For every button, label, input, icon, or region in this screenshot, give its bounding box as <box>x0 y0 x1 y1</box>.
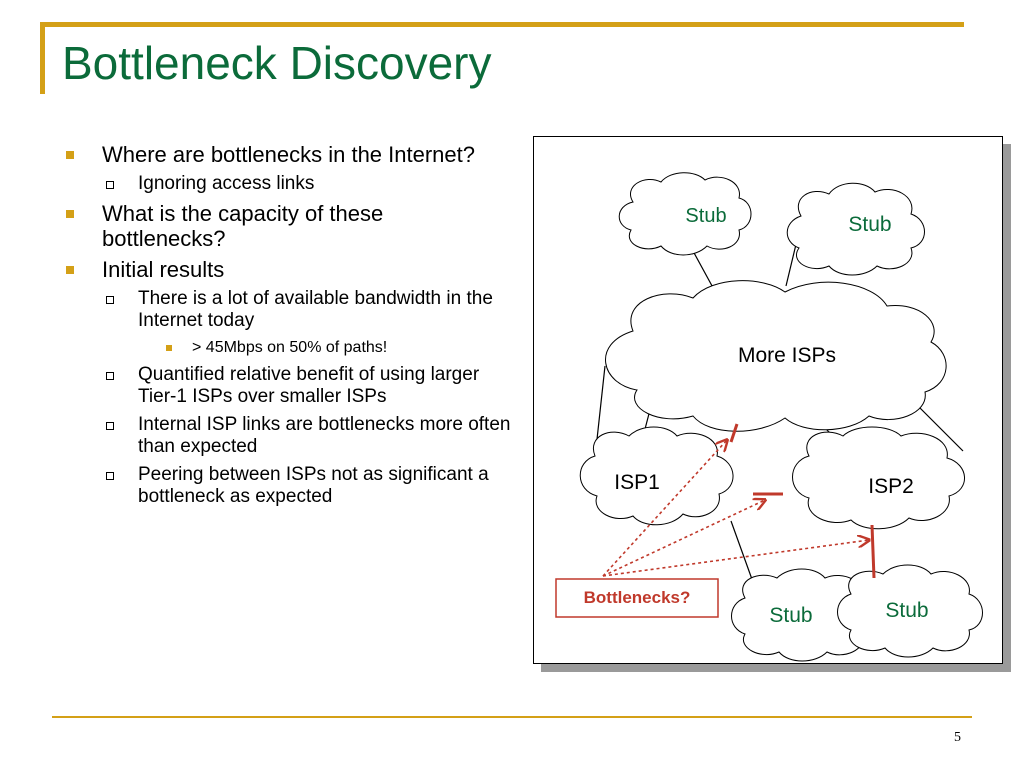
footer-line <box>52 716 972 718</box>
cloud-label-stub: Stub <box>769 604 812 627</box>
callout-label: Bottlenecks? <box>584 588 691 607</box>
bullet-item: Initial results <box>62 257 512 282</box>
bottleneck-marker <box>870 524 876 579</box>
isp1-cloud: ISP1 <box>579 426 734 526</box>
network-diagram: Stub Stub More ISPs ISP1 ISP2 Stub Stub … <box>555 172 983 662</box>
isp2-cloud: ISP2 <box>792 426 965 530</box>
cloud-label-isp1: ISP1 <box>614 471 660 494</box>
cloud-label-isp2: ISP2 <box>868 475 914 498</box>
bullet-item: Where are bottlenecks in the Internet? <box>62 142 512 167</box>
bottleneck-arrows <box>602 440 869 577</box>
cloud-label-more-isps: More ISPs <box>738 344 836 367</box>
title-accent-left-bar <box>40 22 45 94</box>
bullet-item: What is the capacity of these bottleneck… <box>62 201 512 251</box>
dotted-arrow <box>602 540 869 577</box>
page-number: 5 <box>954 730 961 745</box>
bottlenecks-callout: Bottlenecks? <box>555 578 719 618</box>
bottleneck-markers <box>729 423 876 579</box>
stub-cloud-top-right: Stub <box>786 182 925 276</box>
sub-bullet-item: Quantified relative benefit of using lar… <box>62 364 512 408</box>
cloud-label-stub: Stub <box>885 599 928 622</box>
more-isps-cloud: More ISPs <box>605 280 947 432</box>
sub-sub-bullet-item: > 45Mbps on 50% of paths! <box>62 338 512 358</box>
slide-title: Bottleneck Discovery <box>62 37 492 89</box>
stub-cloud-bottom-right: Stub <box>837 564 983 658</box>
stub-cloud-top-left: Stub <box>618 172 752 256</box>
link-line <box>917 405 964 452</box>
sub-bullet-item: Peering between ISPs not as significant … <box>62 464 512 508</box>
sub-bullet-item: Ignoring access links <box>62 173 512 195</box>
bullet-list: Where are bottlenecks in the Internet? I… <box>62 142 512 514</box>
sub-bullet-item: There is a lot of available bandwidth in… <box>62 288 512 332</box>
sub-bullet-item: Internal ISP links are bottlenecks more … <box>62 414 512 458</box>
cloud-label-stub: Stub <box>848 213 891 236</box>
bottleneck-marker <box>729 423 739 443</box>
title-accent-bar <box>40 22 964 27</box>
dotted-arrow <box>602 440 727 577</box>
cloud-label-stub: Stub <box>685 205 726 227</box>
